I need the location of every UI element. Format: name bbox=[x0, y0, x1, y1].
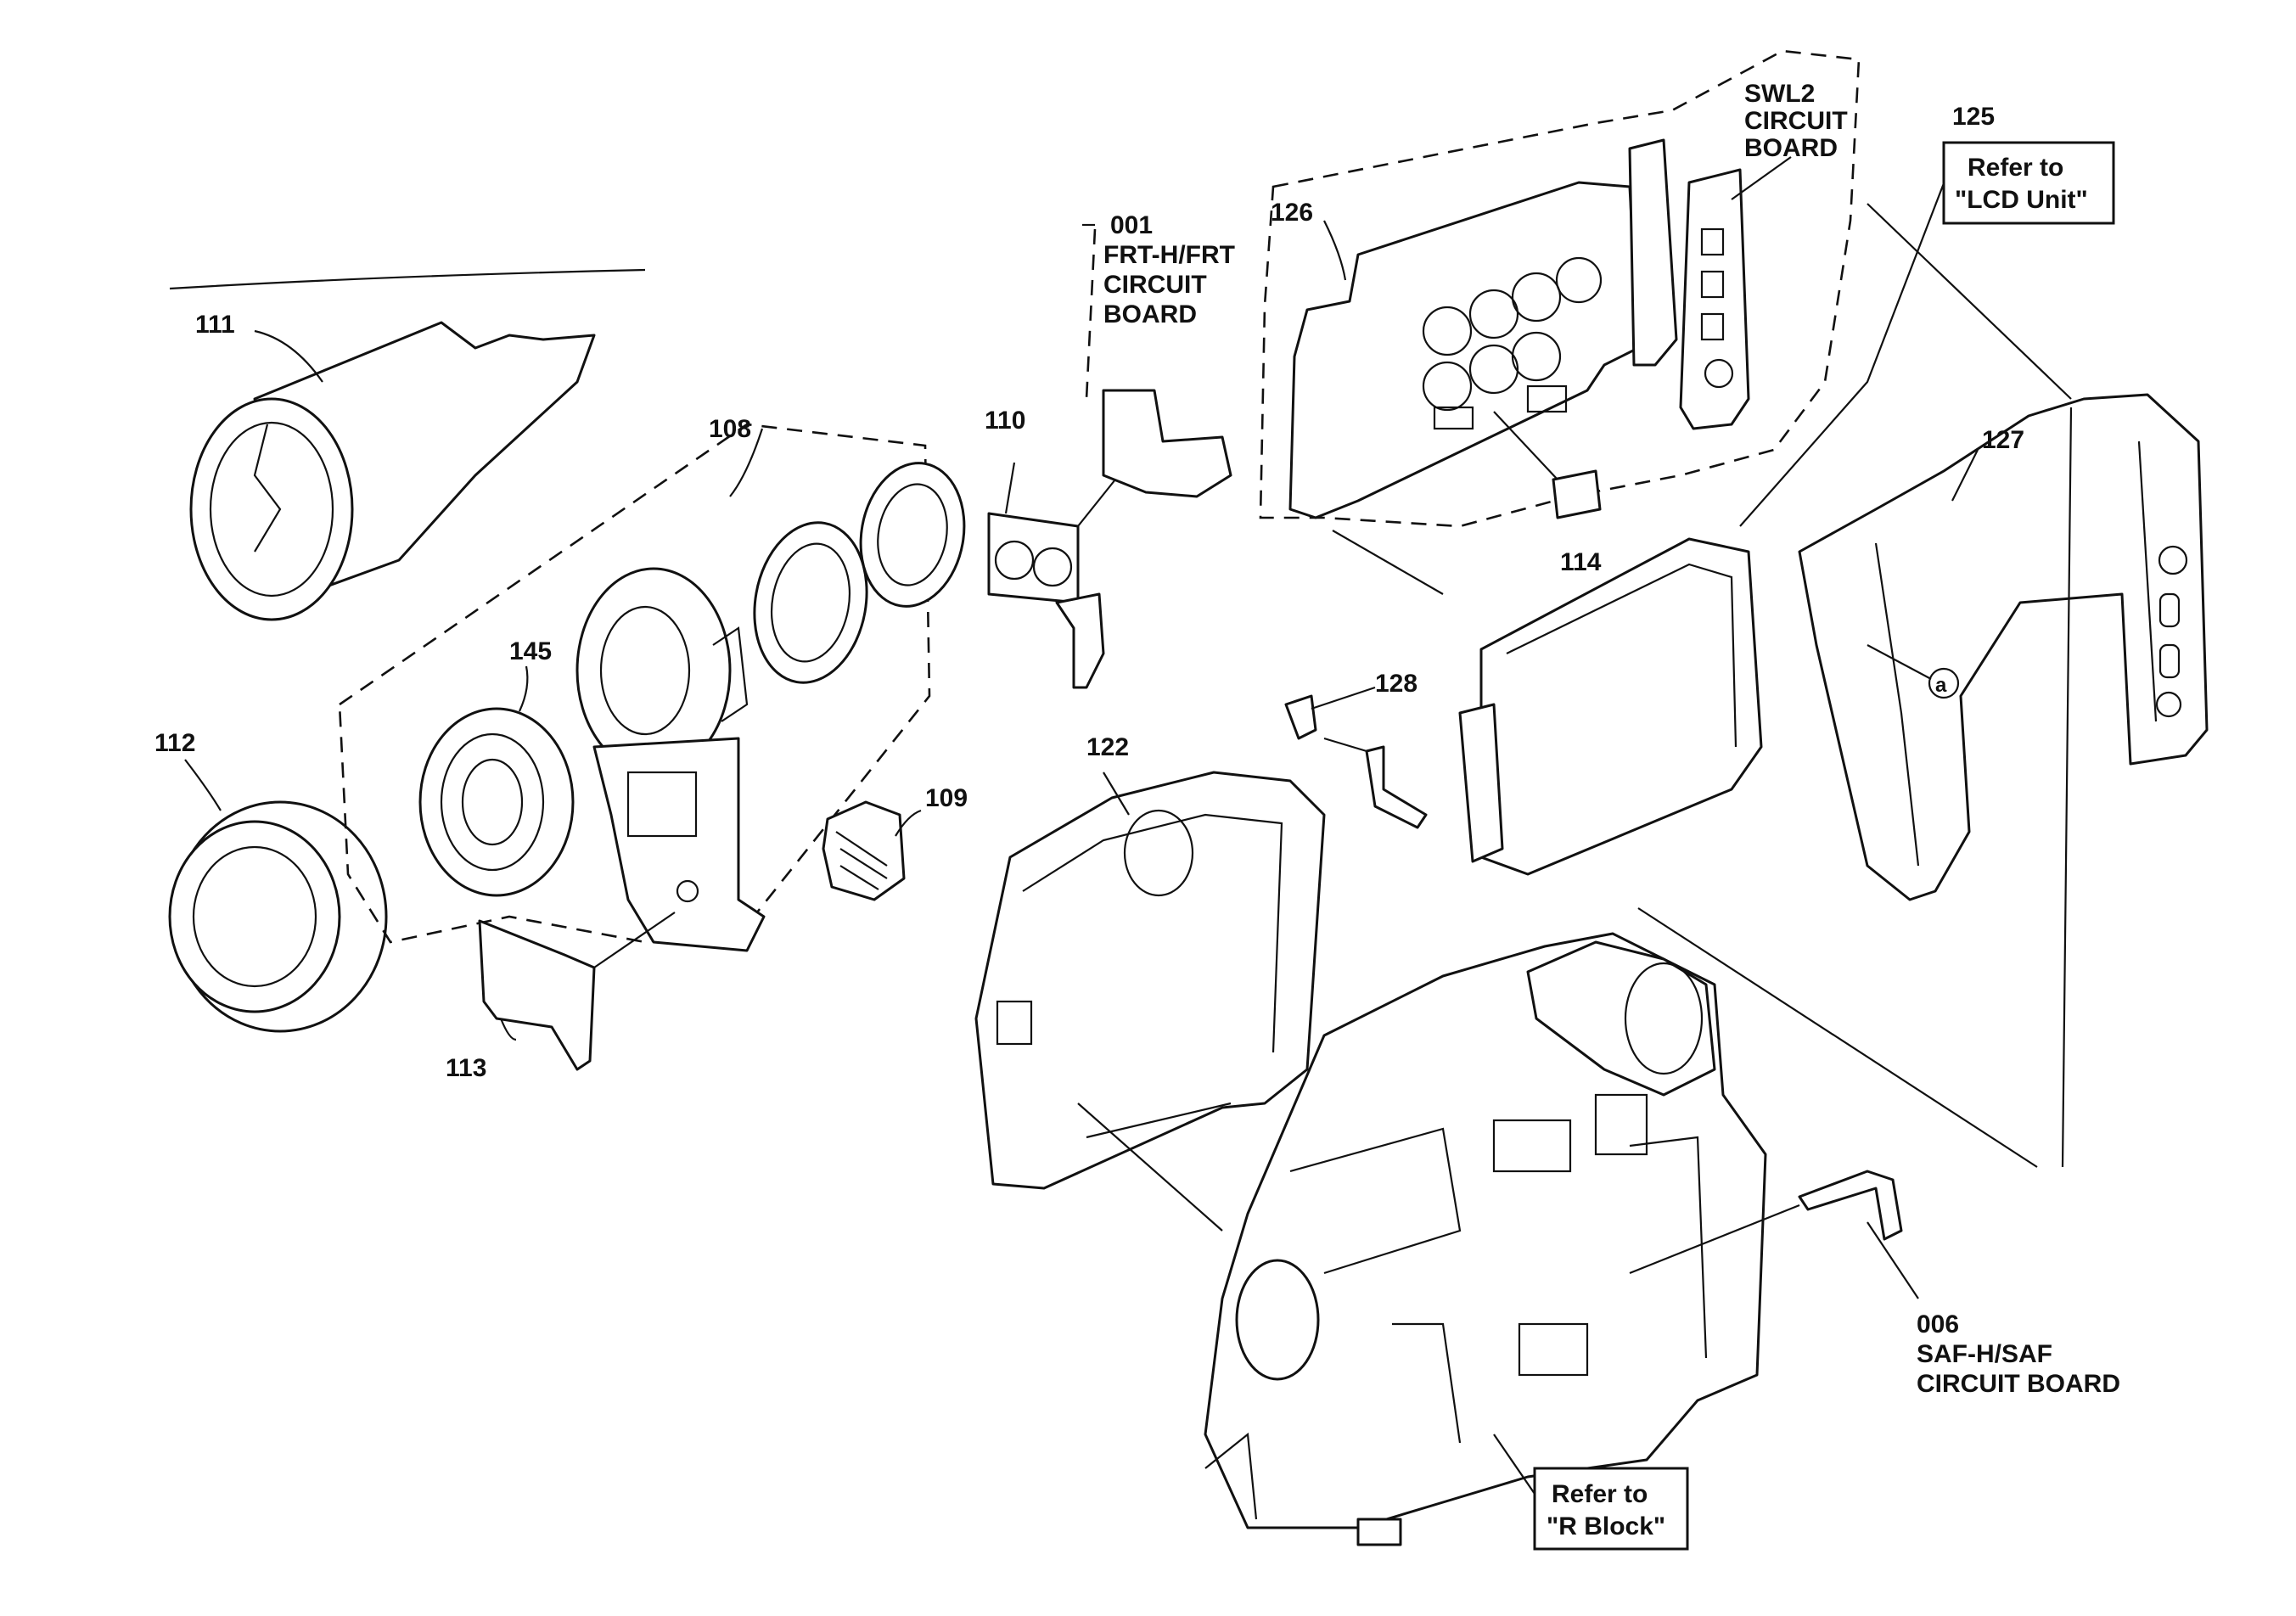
part-109-grille bbox=[822, 800, 922, 901]
part-111-lens-hood bbox=[189, 321, 596, 621]
r-block-ref-box bbox=[1533, 1467, 1689, 1551]
part-006-flex-cable bbox=[1629, 1170, 1919, 1299]
callout-108: 108 bbox=[709, 415, 751, 443]
callout-001-line1: FRT-H/FRT bbox=[1103, 241, 1235, 269]
r-block-body bbox=[1077, 932, 1767, 1546]
callout-006-line1: SAF-H/SAF bbox=[1917, 1340, 2052, 1368]
callout-006: 006 bbox=[1917, 1310, 1959, 1338]
leader-lines bbox=[1637, 203, 2073, 1168]
callout-127: 127 bbox=[1982, 426, 2024, 454]
swl2-label-line3: BOARD bbox=[1744, 134, 1838, 162]
swl2-label-line2: CIRCUIT bbox=[1744, 107, 1848, 135]
part-112-lens-ring bbox=[168, 759, 388, 1033]
callout-112: 112 bbox=[154, 729, 195, 757]
callout-145: 145 bbox=[509, 637, 552, 665]
part-125-lcd-unit bbox=[1458, 160, 1954, 876]
part-114-chip bbox=[1493, 411, 1602, 519]
callout-109: 109 bbox=[925, 784, 968, 812]
callout-111: 111 bbox=[195, 311, 235, 339]
circle-a-marker bbox=[1928, 667, 1960, 699]
part-110-bracket bbox=[987, 462, 1130, 689]
part-126-main-board bbox=[1288, 138, 1678, 519]
part-127-side-frame bbox=[1798, 393, 2209, 901]
callout-128: 128 bbox=[1375, 670, 1417, 698]
swl2-dashed-boundary bbox=[1259, 49, 1861, 528]
callout-113: 113 bbox=[446, 1054, 486, 1082]
r-block-ref-line2: "R Block" bbox=[1547, 1512, 1665, 1540]
part-113-cover bbox=[478, 912, 676, 1071]
part-128-clip bbox=[1284, 530, 1444, 829]
lcd-unit-ref-box bbox=[1942, 141, 2115, 225]
part-145-front-ring bbox=[418, 665, 575, 897]
lens-barrel bbox=[575, 428, 766, 952]
circle-a-label: a bbox=[1935, 674, 1947, 697]
viewfinder-eyepiece bbox=[1526, 940, 1716, 1097]
callout-126: 126 bbox=[1271, 199, 1313, 227]
swl2-circuit-board bbox=[1679, 156, 1792, 430]
inner-rings bbox=[753, 462, 966, 684]
lcd-unit-ref-line1: Refer to bbox=[1968, 154, 2063, 182]
r-block-ref-line1: Refer to bbox=[1552, 1480, 1648, 1508]
callout-001: 001 bbox=[1110, 211, 1153, 239]
callout-125: 125 bbox=[1952, 103, 1995, 131]
swl2-label-line1: SWL2 bbox=[1744, 80, 1815, 108]
part-001-frt-board bbox=[1082, 223, 1232, 498]
stray-line bbox=[169, 268, 646, 290]
lcd-unit-ref-line2: "LCD Unit" bbox=[1955, 186, 2088, 214]
callout-006-line2: CIRCUIT BOARD bbox=[1917, 1370, 2120, 1398]
r-block-leader bbox=[1493, 1434, 1535, 1495]
callout-122: 122 bbox=[1086, 733, 1129, 761]
part-122-side-panel bbox=[974, 771, 1326, 1190]
callout-114: 114 bbox=[1560, 548, 1602, 576]
callout-001-line2: CIRCUIT bbox=[1103, 271, 1207, 299]
callout-110: 110 bbox=[985, 407, 1025, 435]
callout-001-line3: BOARD bbox=[1103, 300, 1197, 328]
